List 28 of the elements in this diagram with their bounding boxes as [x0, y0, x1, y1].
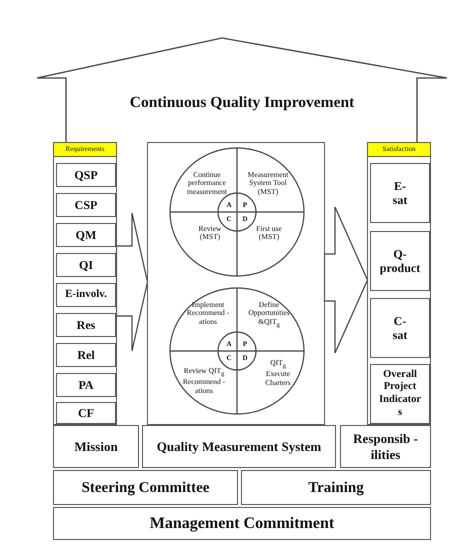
requirement-box: QM — [56, 223, 116, 247]
pdca-circle — [169, 147, 305, 277]
satisfaction-box: E- sat — [370, 163, 430, 223]
requirement-box: QSP — [56, 163, 116, 187]
roof-title: Continuous Quality Improvement — [130, 94, 354, 112]
requirement-box: Res — [56, 313, 116, 337]
satisfaction-box: Overall Project Indicator s — [370, 364, 430, 424]
foundation-box: Mission — [53, 425, 139, 468]
column-panel — [53, 142, 117, 425]
foundation-box: Responsib -ilities — [340, 425, 431, 468]
foundation-box: Steering Committee — [53, 470, 238, 505]
block-arrow — [116, 212, 148, 352]
house-roof — [37, 38, 447, 142]
center-panel — [147, 142, 325, 425]
requirement-box: Rel — [56, 343, 116, 367]
requirement-box: CSP — [56, 193, 116, 217]
block-arrow — [324, 206, 368, 354]
column-panel — [367, 142, 431, 425]
requirement-box: PA — [56, 373, 116, 397]
foundation-box: Training — [241, 470, 431, 505]
satisfaction-box: Q- product — [370, 231, 430, 291]
pdca-circle — [169, 287, 305, 415]
foundation-box: Quality Measurement System — [142, 425, 336, 468]
foundation-box: Management Commitment — [53, 507, 431, 540]
requirement-box: CF — [56, 402, 116, 424]
requirement-box: E-involv. — [56, 283, 116, 307]
satisfaction-box: C- sat — [370, 298, 430, 358]
requirement-box: QI — [56, 253, 116, 277]
